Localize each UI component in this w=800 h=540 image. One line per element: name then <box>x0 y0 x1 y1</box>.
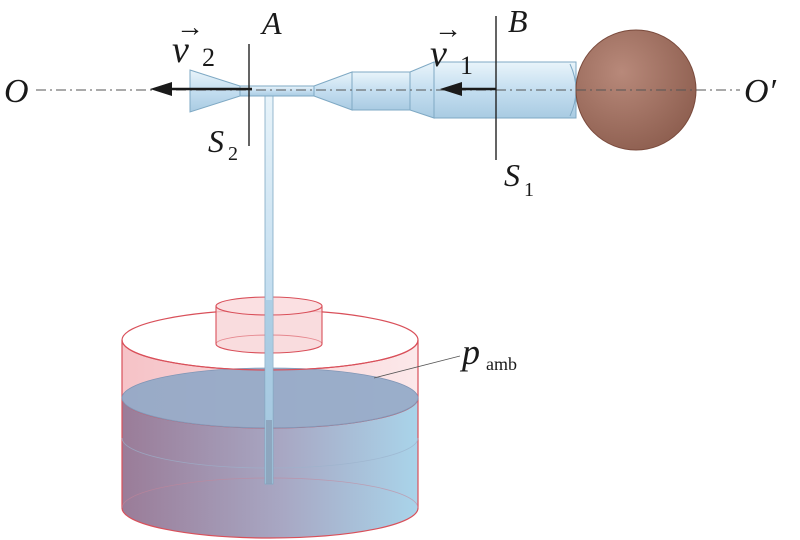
v1-symbol: v <box>430 33 447 75</box>
section-label-b: B <box>508 3 528 39</box>
v2-vector-mark: → <box>176 12 204 43</box>
v1-vector-mark: → <box>434 14 462 45</box>
pressure-leader <box>373 355 461 379</box>
velocity-arrow-v2 <box>150 82 252 96</box>
v2-subscript: 2 <box>202 43 215 72</box>
pressure-symbol: p <box>459 332 480 372</box>
tube-throat <box>239 85 315 97</box>
tube-cone-1 <box>313 71 353 111</box>
pressure-subscript: amb <box>486 354 517 374</box>
v2-symbol: v <box>172 29 189 71</box>
s2-symbol: S <box>208 123 224 159</box>
s1-subscript: 1 <box>524 179 534 201</box>
s1-symbol: S <box>504 157 520 193</box>
s2-subscript: 2 <box>228 143 238 165</box>
nozzle <box>189 69 241 113</box>
axis-label-o-prime: O′ <box>744 73 777 110</box>
suction-tube <box>264 89 274 485</box>
section-label-a: A <box>260 5 282 41</box>
tube-middle <box>351 71 411 111</box>
axis-label-o: O <box>4 73 29 110</box>
v1-subscript: 1 <box>460 51 473 80</box>
velocity-arrow-v1 <box>440 82 496 96</box>
